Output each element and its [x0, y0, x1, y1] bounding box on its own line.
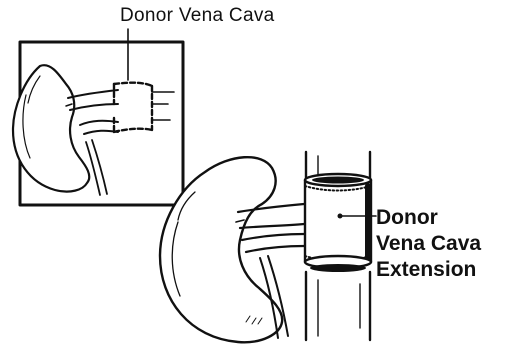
inset-panel	[13, 42, 183, 205]
main-panel	[160, 152, 376, 342]
recipient-cava-lower	[306, 272, 370, 340]
donor-vena-cava-extension	[305, 174, 371, 272]
main-label-line-2: Vena Cava	[376, 231, 481, 256]
main-label-line-1: Donor	[376, 205, 438, 230]
inset-label-donor-vena-cava: Donor Vena Cava	[120, 5, 275, 27]
main-label-line-3: Extension	[376, 257, 476, 282]
main-artery	[242, 234, 304, 240]
